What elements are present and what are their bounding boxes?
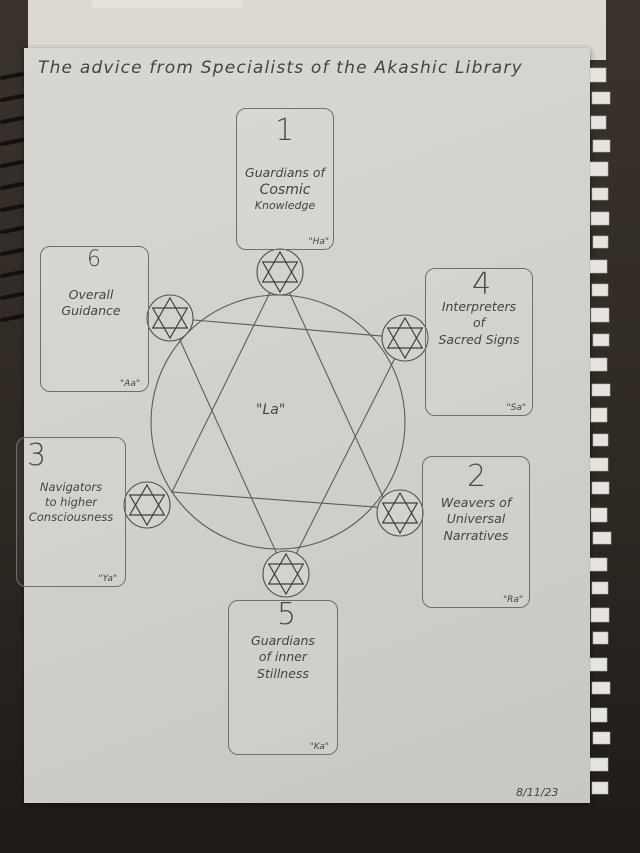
card-line: Interpreters: [441, 299, 517, 314]
card-number: 5: [277, 597, 297, 632]
card-line: Narratives: [443, 527, 509, 543]
card-sound: "Sa": [506, 403, 526, 413]
notebook-page: [24, 48, 590, 803]
star-of-david-icon: [381, 314, 429, 362]
card-line: Overall: [68, 287, 114, 302]
card-line: Guardians of: [245, 165, 325, 180]
spiral-binding: [0, 72, 24, 322]
card-line: Consciousness: [28, 509, 114, 524]
card-interpreters-of-sacred-signs: 4 Interpreters of Sacred Signs "Sa": [425, 267, 533, 416]
star-of-david-icon: [376, 489, 424, 537]
star-of-david-icon: [146, 294, 194, 342]
card-line: Universal: [446, 511, 506, 527]
card-line: Stillness: [257, 665, 309, 681]
card-number: 2: [467, 459, 487, 494]
card-overall-guidance: 6 Overall Guidance "Aa": [40, 246, 149, 392]
card-line: Navigators: [39, 480, 103, 494]
card-guardians-of-cosmic-knowledge: 1 Guardians of Cosmic Knowledge "Ha": [236, 108, 334, 250]
card-line: Knowledge: [254, 199, 316, 213]
card-number: 6: [87, 247, 101, 272]
star-of-david-icon: [262, 550, 310, 598]
central-circle: [150, 294, 406, 550]
card-number: 3: [27, 438, 47, 473]
card-sound: "Aa": [120, 379, 140, 389]
torn-paper-edge: [589, 67, 612, 795]
card-line: of: [472, 315, 486, 331]
card-number: 4: [472, 267, 492, 302]
card-line: of inner: [258, 649, 308, 665]
card-sound: "Ya": [98, 574, 117, 584]
paper-tab: [92, 0, 242, 8]
card-line: Cosmic: [259, 182, 311, 199]
date-label: 8/11/23: [516, 786, 559, 799]
card-line: Weavers of: [440, 495, 512, 510]
card-weavers-of-universal-narratives: 2 Weavers of Universal Narratives "Ra": [422, 456, 530, 608]
card-sound: "Ra": [502, 595, 523, 605]
star-of-david-icon: [256, 248, 304, 296]
center-label: "La": [256, 402, 286, 418]
card-sound: "Ha": [308, 237, 329, 247]
card-line: Guidance: [61, 303, 121, 319]
card-line: Sacred Signs: [438, 331, 520, 347]
card-line: to higher: [44, 494, 98, 509]
card-sound: "Ka": [309, 742, 329, 752]
downward-triangle: [169, 317, 406, 576]
star-of-david-icon: [123, 481, 171, 529]
page-title: The advice from Specialists of the Akash…: [38, 58, 523, 78]
upward-triangle: [171, 270, 389, 509]
card-navigators-to-higher-consciousness: 3 Navigators to higher Consciousness "Ya…: [16, 437, 126, 587]
card-line: Guardians: [251, 633, 315, 648]
card-number: 1: [275, 113, 295, 148]
card-guardians-of-inner-stillness: 5 Guardians of inner Stillness "Ka": [228, 597, 338, 755]
